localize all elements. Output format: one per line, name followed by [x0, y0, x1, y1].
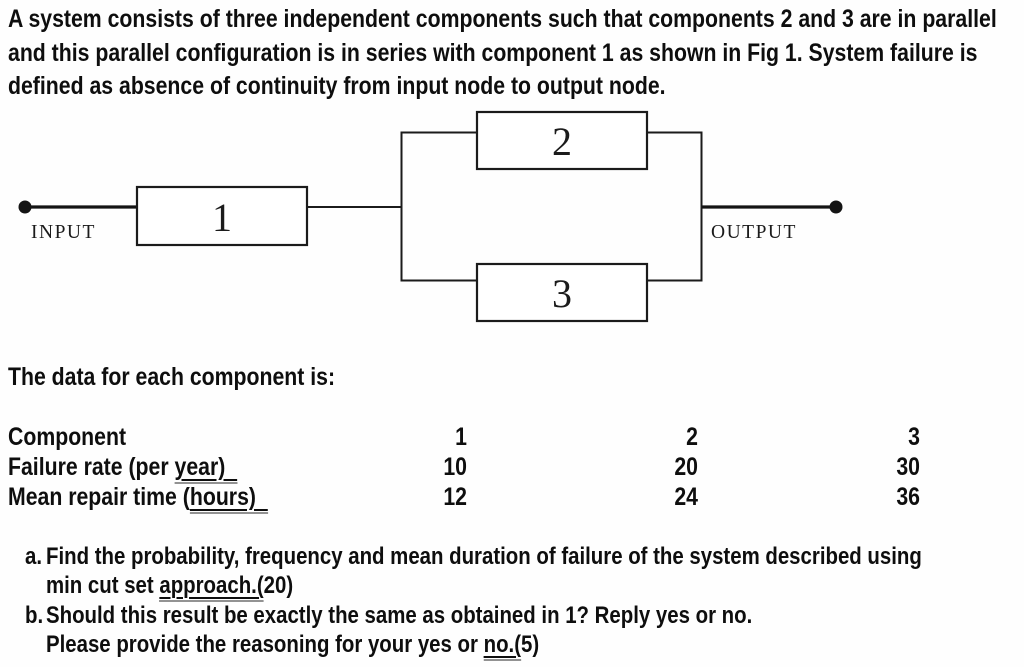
component-data-table: Component 1 2 3 Failure rate (per year) …	[0, 422, 1024, 514]
question-b-text-part: Please provide the reasoning for your ye…	[46, 630, 484, 658]
row-label: Mean repair time (hours)	[8, 482, 268, 514]
component-1-box	[135, 185, 309, 247]
component-2-label: 2	[552, 119, 572, 164]
intro-line: and this parallel configuration is in se…	[8, 38, 978, 67]
table-caption: The data for each component is:	[8, 362, 393, 392]
row-label-underlined: year)	[174, 453, 238, 484]
question-b-points: 5)	[520, 630, 540, 658]
question-a-points: 20)	[263, 572, 294, 600]
question-a-text: min cut set approach.(20)	[46, 571, 294, 603]
question-a-marker: a.	[25, 543, 43, 570]
question-b-line-2: Please provide the reasoning for your ye…	[0, 630, 1024, 661]
intro-line: A system consists of three independent c…	[8, 5, 997, 33]
question-b-marker: b.	[25, 601, 44, 629]
row-label: Failure rate (per year)	[8, 452, 238, 484]
intro-line: defined as absence of continuity from in…	[8, 72, 666, 100]
question-a-underlined: approach.(	[159, 572, 264, 603]
table-cell: 30	[896, 453, 920, 481]
table-cell: 1	[455, 423, 467, 451]
question-b-text: Should this result be exactly the same a…	[46, 601, 753, 629]
question-a-text-part: min cut set	[46, 572, 160, 600]
output-node-dot	[829, 200, 843, 214]
row-label-text: Failure rate (per	[8, 453, 175, 481]
table-row: Failure rate (per year) 10 20 30	[0, 452, 1024, 484]
question-a-line-2: min cut set approach.(20)	[0, 571, 1024, 603]
question-b-underlined: no.(	[483, 630, 521, 661]
row-label-text: Mean repair time (	[8, 483, 190, 511]
table-cell: 2	[686, 423, 698, 451]
table-cell: 20	[674, 453, 698, 481]
output-label: OUTPUT	[711, 222, 797, 243]
component-3-label: 3	[552, 271, 572, 316]
component-2-box	[475, 110, 649, 171]
question-b-text: Please provide the reasoning for your ye…	[46, 630, 540, 661]
table-cell: 24	[674, 483, 698, 511]
table-caption-text: The data for each component is:	[8, 363, 336, 391]
table-row: Component 1 2 3	[0, 422, 1024, 452]
table-cell: 3	[908, 423, 920, 451]
reliability-block-diagram: INPUT 1 2 3 OUTPUT	[18, 110, 843, 323]
question-a-line-1: a. Find the probability, frequency and m…	[0, 542, 1024, 571]
table-cell: 12	[443, 483, 467, 511]
component-3-box	[475, 262, 649, 323]
input-label: INPUT	[31, 222, 96, 243]
intro-paragraph: A system consists of three independent c…	[8, 3, 1024, 104]
row-label: Component	[8, 422, 126, 452]
row-label-underlined: hours)	[189, 483, 268, 514]
table-cell: 36	[896, 483, 920, 511]
question-b-line-1: b. Should this result be exactly the sam…	[0, 601, 1024, 630]
row-label-text: Component	[8, 423, 127, 451]
questions-list: a. Find the probability, frequency and m…	[0, 542, 1024, 661]
question-a-text: Find the probability, frequency and mean…	[46, 543, 922, 570]
component-1-label: 1	[212, 195, 232, 240]
table-row: Mean repair time (hours) 12 24 36	[0, 482, 1024, 514]
table-cell: 10	[443, 453, 467, 481]
